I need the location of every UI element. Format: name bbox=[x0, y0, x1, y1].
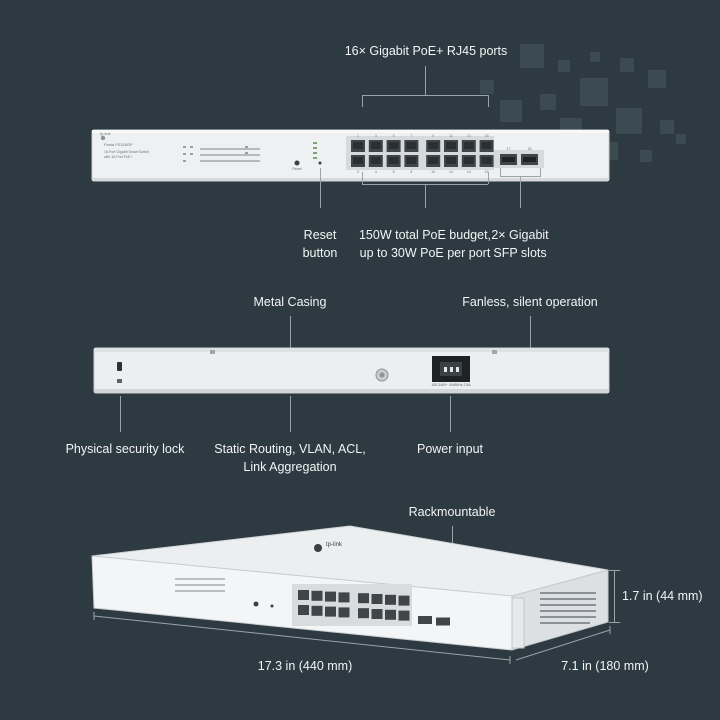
power-label: Power input bbox=[416, 442, 483, 456]
iso-rj45-port bbox=[358, 593, 369, 604]
rack-leader bbox=[452, 526, 453, 554]
port-number: 8 bbox=[410, 170, 413, 174]
reset-leader bbox=[320, 168, 321, 208]
port-number: 13 bbox=[466, 134, 471, 138]
port-number: 14 bbox=[466, 170, 471, 174]
port-number: 5 bbox=[392, 134, 395, 138]
front-model: Festa FS318GP bbox=[104, 142, 133, 147]
lock-leader bbox=[120, 396, 121, 432]
width-label: 17.3 in (440 mm) bbox=[257, 659, 353, 673]
iso-sfp-slot bbox=[436, 617, 450, 626]
sfp-number: 18 bbox=[527, 147, 532, 151]
port-number: 10 bbox=[431, 170, 436, 174]
casing-leader bbox=[290, 316, 291, 348]
depth-label: 7.1 in (180 mm) bbox=[561, 659, 649, 673]
rack-label: Rackmountable bbox=[408, 505, 496, 519]
power-rating: 100-240V~ 50/60Hz 2.5A bbox=[431, 383, 471, 387]
port-number: 9 bbox=[432, 134, 435, 138]
iso-vents bbox=[540, 592, 596, 624]
iso-rj45-port bbox=[325, 591, 336, 602]
iso-rj45-port bbox=[338, 607, 350, 618]
fanless-label: Fanless, silent operation bbox=[462, 295, 598, 309]
port-number: 6 bbox=[392, 170, 395, 174]
iso-rj45-port bbox=[338, 592, 350, 603]
reset-label-1: Reset bbox=[303, 228, 337, 242]
reset-label-2: button bbox=[302, 246, 338, 260]
iso-rj45-port bbox=[325, 606, 336, 617]
sfp-bracket-stem bbox=[520, 176, 521, 208]
sfp-number: 17 bbox=[506, 147, 511, 151]
port-number: 16 bbox=[484, 170, 489, 174]
front-brand: tp-link bbox=[100, 131, 111, 136]
iso-rj45-port bbox=[398, 595, 410, 606]
port-number: 4 bbox=[374, 170, 377, 174]
lock-label: Physical security lock bbox=[65, 442, 185, 456]
front-led-row bbox=[200, 148, 260, 162]
port-number: 12 bbox=[449, 170, 453, 174]
routing-label-2: Link Aggregation bbox=[243, 460, 337, 474]
port-number: 11 bbox=[449, 134, 453, 138]
iso-rj45-port bbox=[371, 594, 383, 604]
ports-bracket-bar bbox=[362, 95, 488, 96]
iso-rj45-port bbox=[311, 605, 323, 616]
iso-rj45-port bbox=[298, 590, 309, 600]
front-subtitle-2: with 16-Port PoE+ bbox=[104, 155, 133, 159]
budget-bracket-stem bbox=[425, 184, 426, 208]
budget-label-1: 150W total PoE budget, bbox=[358, 228, 492, 242]
iso-sfp-slot bbox=[418, 616, 432, 624]
height-dim-line bbox=[614, 570, 615, 622]
port-number: 15 bbox=[484, 134, 489, 138]
ports-bracket-stem bbox=[425, 66, 426, 95]
iso-rj45-port bbox=[358, 608, 369, 619]
height-label: 1.7 in (44 mm) bbox=[622, 589, 703, 603]
ports-label: 16× Gigabit PoE+ RJ45 ports bbox=[344, 44, 508, 58]
budget-label-2: up to 30W PoE per port bbox=[359, 246, 491, 260]
iso-rj45-port bbox=[371, 609, 383, 619]
front-logo-icon bbox=[100, 135, 106, 141]
front-subtitle-1: 16-Port Gigabit Smart Switch bbox=[104, 150, 150, 154]
port-number: 7 bbox=[410, 134, 413, 138]
port-number: 1 bbox=[357, 134, 359, 138]
lock-icon bbox=[117, 379, 122, 383]
iso-rj45-port bbox=[385, 594, 396, 605]
iso-rj45-port bbox=[385, 609, 396, 620]
security-lock-slot bbox=[117, 362, 122, 371]
routing-leader bbox=[290, 396, 291, 432]
casing-label: Metal Casing bbox=[253, 295, 327, 309]
routing-label-1: Static Routing, VLAN, ACL, bbox=[214, 442, 366, 456]
sfp-label-2: SFP slots bbox=[493, 246, 547, 260]
front-reset-caption: Reset bbox=[292, 167, 302, 171]
iso-logo-icon bbox=[314, 544, 322, 552]
fanless-leader bbox=[530, 316, 531, 348]
port-number: 3 bbox=[374, 134, 377, 138]
iso-brand: tp-link bbox=[326, 542, 343, 548]
front-reset-button bbox=[294, 160, 300, 166]
iso-rj45-port bbox=[398, 610, 410, 621]
port-number: 2 bbox=[357, 170, 359, 174]
iso-rj45-port bbox=[311, 590, 323, 601]
iso-reset-button bbox=[253, 601, 259, 607]
power-leader bbox=[450, 396, 451, 432]
sfp-label-1: 2× Gigabit bbox=[491, 228, 549, 242]
iso-rj45-port bbox=[298, 605, 309, 615]
